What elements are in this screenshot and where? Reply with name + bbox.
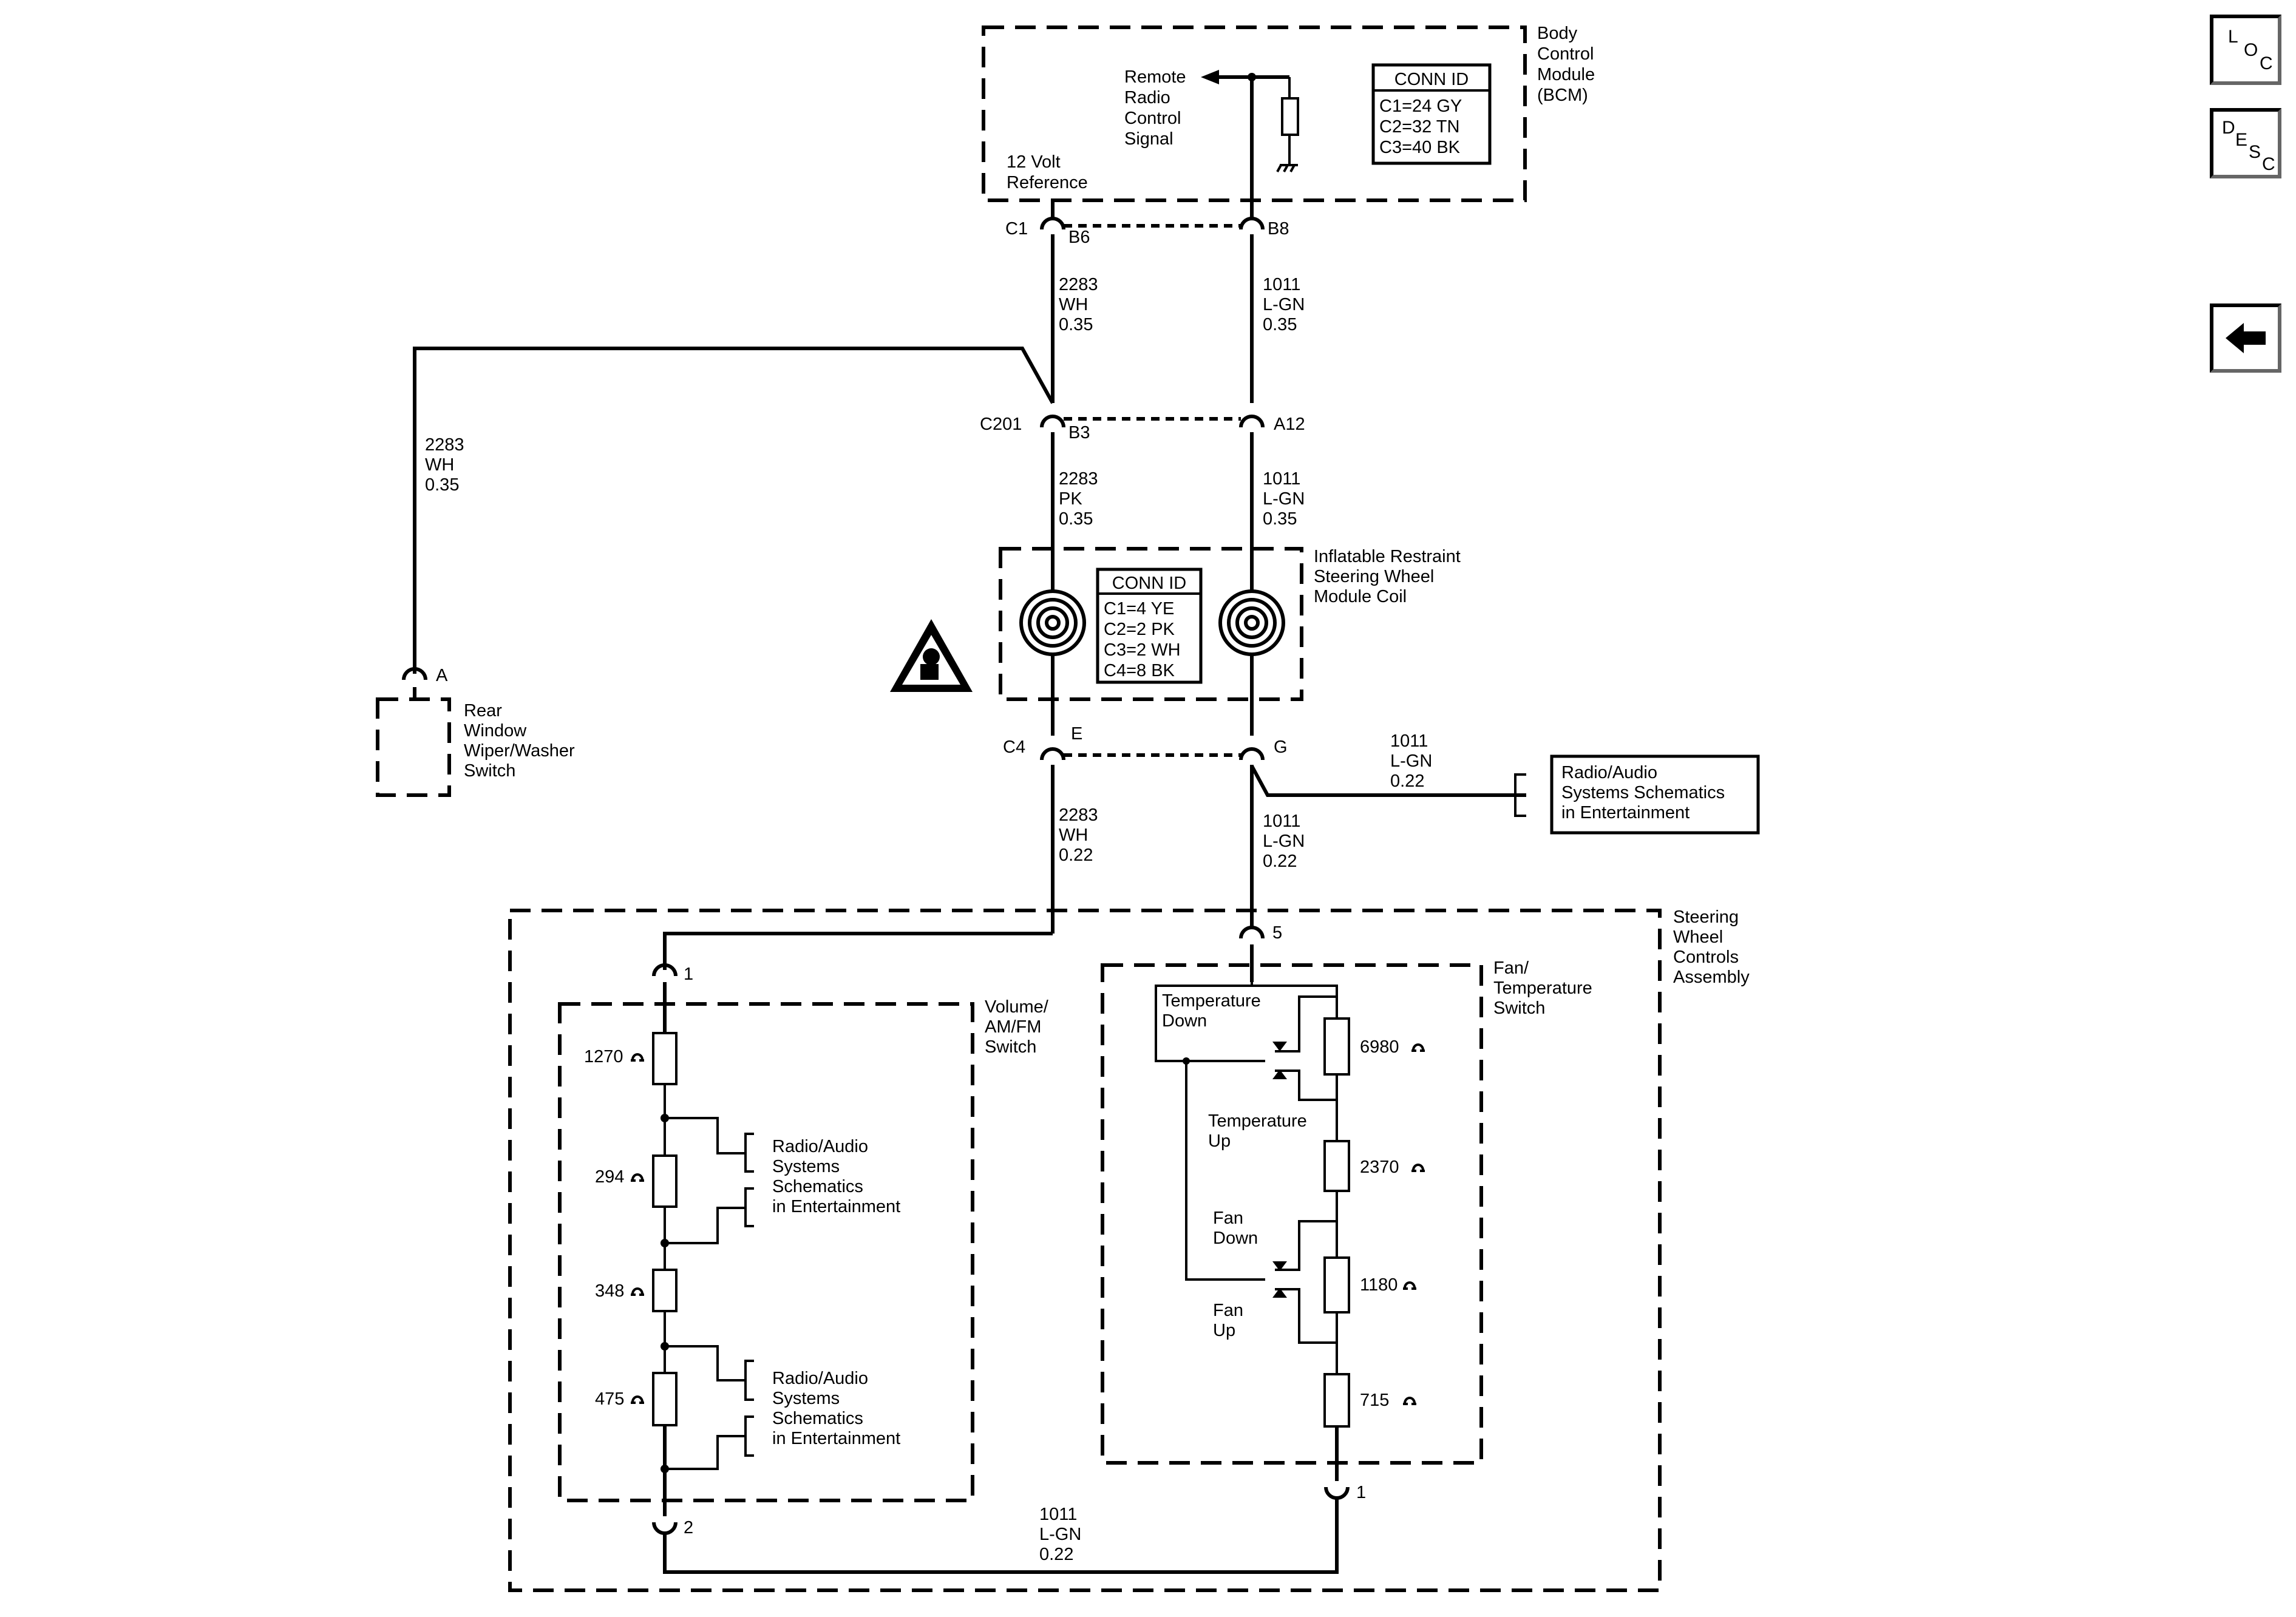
volume-am-fm-switch: Volume/ AM/FM Switch 1270 294 348 475 Ra… (558, 982, 1053, 1516)
back-button[interactable] (2210, 303, 2281, 373)
svg-text:Rear Window Wiper/: Rear Window Wiper/Washer Switch (464, 701, 580, 781)
volume-resistor-348 (652, 1269, 678, 1312)
connector-c4: C4 E G (1003, 724, 1288, 761)
steering-wheel-module-coil: Inflatable Restraint Steering Wheel Modu… (999, 547, 1466, 701)
rear-window-wiper-washer-switch: A Rear Window Wiper/Washer Switch (376, 666, 580, 797)
svg-text:715: 715 (1360, 1391, 1389, 1410)
temp-down-label: Temperature Down (1162, 991, 1266, 1031)
coil-spiral-right-icon (1218, 589, 1285, 656)
fan-down-contact[interactable] (1272, 1261, 1287, 1271)
steering-wheel-controls-assembly: Steering Wheel Controls Assembly 5 1 2 1 (508, 907, 1750, 1592)
volume-resistor-294 (652, 1154, 678, 1208)
fan-temperature-switch: Fan/ Temperature Switch 6980 2370 1180 7… (1101, 958, 1597, 1481)
volume-radio-ref-2[interactable]: Radio/Audio Systems Schematics in Entert… (772, 1369, 900, 1448)
fan-resistor-2370 (1323, 1140, 1350, 1192)
svg-text:C4: C4 (1003, 737, 1025, 757)
svg-text:475: 475 (595, 1389, 624, 1409)
svg-text:1270: 1270 (584, 1047, 623, 1066)
svg-text:2370: 2370 (1360, 1158, 1399, 1177)
body-control-module: Body Control Module (BCM) Remote Radio C… (982, 24, 1600, 202)
connector-c1: C1 B6 B8 (1005, 217, 1289, 247)
coil-conn-id-table: CONN ID C1=4 YE C2=2 PK C3=2 WH C4=8 BK (1096, 568, 1203, 684)
svg-text:B6: B6 (1068, 228, 1090, 247)
svg-text:B8: B8 (1268, 219, 1289, 239)
svg-text:Steering Wheel Con: Steering Wheel Controls Assembly (1673, 907, 1750, 987)
svg-text:A12: A12 (1274, 415, 1305, 434)
temp-down-contact[interactable] (1272, 1042, 1287, 1051)
svg-text:1: 1 (1356, 1483, 1366, 1502)
fan-resistor-6980 (1323, 1017, 1350, 1076)
svg-text:C3=2 WH: C3=2 WH (1104, 640, 1181, 660)
fan-resistor-715 (1323, 1373, 1350, 1428)
svg-text:6980: 6980 (1360, 1037, 1399, 1057)
svg-text:Fan/ Temperature S: Fan/ Temperature Switch (1493, 958, 1597, 1018)
bcm-name: Body Control Module (BCM) (1537, 24, 1600, 105)
svg-text:C2=32 TN: C2=32 TN (1379, 117, 1459, 137)
fan-down-label: Fan Down (1213, 1209, 1258, 1248)
svg-text:CONN ID: CONN ID (1394, 70, 1469, 89)
radio-audio-ref-box-top[interactable]: Radio/Audio Systems Schematics in Entert… (1514, 754, 1760, 835)
coil-spiral-left-icon (1019, 589, 1086, 656)
loc-button[interactable]: L O C (2210, 15, 2281, 85)
bcm-outline (982, 25, 1527, 202)
svg-text:C1=4 YE: C1=4 YE (1104, 599, 1174, 619)
fan-up-label: Fan Up (1213, 1301, 1248, 1340)
svg-text:Radio/Audio Systems Sche: Radio/Audio Systems Schematics in Entert… (1561, 763, 1730, 822)
volume-resistor-1270 (652, 1032, 678, 1085)
svg-text:C3=40 BK: C3=40 BK (1379, 138, 1461, 157)
bcm-pullup-resistor (1281, 97, 1299, 136)
temp-up-contact[interactable] (1272, 1070, 1287, 1079)
svg-text:C1=24 GY: C1=24 GY (1379, 97, 1462, 116)
volume-resistor-475 (652, 1372, 678, 1426)
svg-text:B3: B3 (1068, 423, 1090, 442)
svg-text:C2=2 PK: C2=2 PK (1104, 620, 1175, 639)
svg-text:Volume/ AM/FM Swit: Volume/ AM/FM Switch (985, 997, 1053, 1057)
svg-text:348: 348 (595, 1281, 624, 1301)
bcm-conn-id-table: CONN ID C1=24 GY C2=32 TN C3=40 BK (1371, 63, 1492, 165)
svg-text:2: 2 (684, 1518, 693, 1537)
signal-arrow-icon (1201, 70, 1219, 84)
svg-text:1: 1 (684, 964, 693, 984)
svg-text:C1: C1 (1005, 219, 1028, 239)
connector-c201: C201 B3 A12 (980, 415, 1305, 442)
remote-radio-control-signal-label: Remote Radio Control Signal (1124, 67, 1191, 149)
svg-text:G: G (1274, 737, 1288, 757)
desc-button[interactable]: D E S C (2210, 108, 2281, 178)
svg-text:CONN ID: CONN ID (1112, 574, 1186, 593)
loc-button-label: L (2228, 27, 2238, 47)
back-arrow-icon (2226, 323, 2266, 353)
svg-text:C201: C201 (980, 415, 1022, 434)
svg-text:1180: 1180 (1360, 1275, 1398, 1295)
desc-button-label: D (2222, 118, 2235, 138)
svg-text:5: 5 (1272, 923, 1282, 943)
svg-text:Inflatable Restraint Ste: Inflatable Restraint Steering Wheel Modu… (1314, 547, 1466, 606)
svg-text:A: A (436, 666, 448, 685)
svg-text:C4=8 BK: C4=8 BK (1104, 661, 1175, 680)
fan-resistor-1180 (1323, 1256, 1350, 1314)
airbag-warning-icon (890, 619, 973, 692)
fan-up-contact[interactable] (1272, 1288, 1287, 1298)
svg-text:294: 294 (595, 1167, 624, 1187)
volume-radio-ref-1[interactable]: Radio/Audio Systems Schematics in Entert… (772, 1137, 900, 1216)
12-volt-reference-label: 12 Volt Reference (1007, 152, 1088, 192)
temp-up-label: Temperature Up (1208, 1111, 1312, 1151)
svg-text:E: E (1071, 724, 1082, 744)
